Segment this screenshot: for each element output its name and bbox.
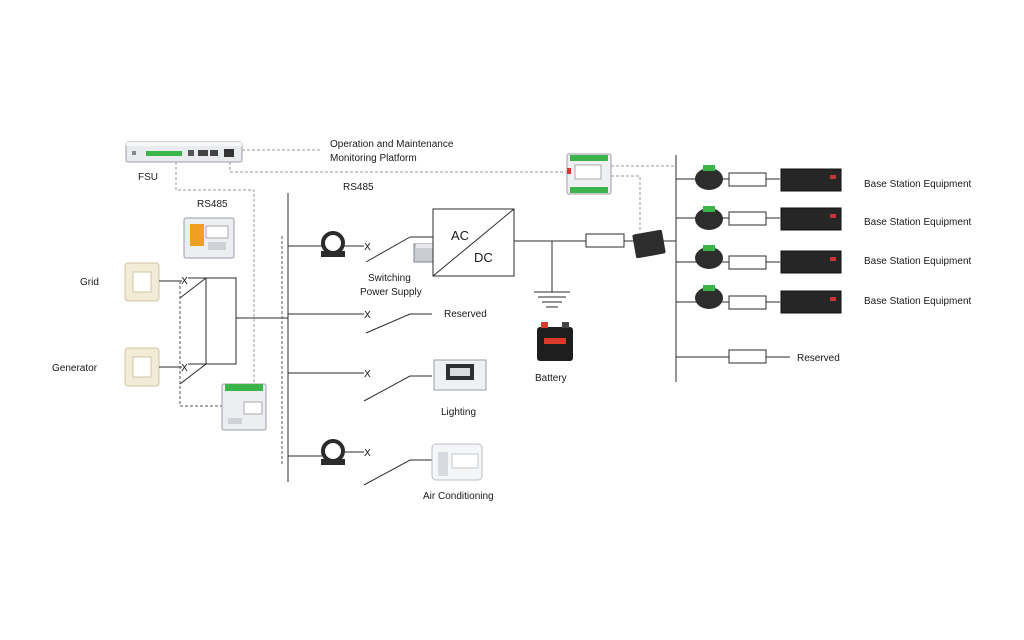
- fsu-meter-link: [229, 162, 566, 173]
- branch4-ct-icon: [321, 439, 345, 465]
- branch1-blade: [365, 236, 411, 263]
- generator-ct-icon: [124, 347, 160, 387]
- battery-icon: [537, 322, 573, 361]
- branch2-switch-mark: X: [364, 310, 371, 321]
- ac-label: AC: [451, 228, 469, 243]
- platform-label-line1: Operation and Maintenance: [330, 139, 454, 150]
- ac-meter-icon: [221, 383, 267, 431]
- base-station-feeder-3: [676, 245, 842, 274]
- rs485-left-label: RS485: [197, 199, 228, 210]
- grid-label: Grid: [80, 277, 99, 288]
- generator-switch-mark: X: [181, 363, 188, 374]
- base-station-feeder-2: [676, 206, 842, 231]
- base-station-label-3: Base Station Equipment: [864, 256, 972, 267]
- branch3-blade: [363, 375, 432, 402]
- air-conditioning-label: Air Conditioning: [423, 491, 494, 502]
- fsu-label: FSU: [138, 172, 158, 183]
- generator-feed: [188, 318, 237, 365]
- lighting-label: Lighting: [441, 407, 476, 418]
- platform-label-line2: Monitoring Platform: [330, 153, 417, 164]
- dc-label: DC: [474, 250, 493, 265]
- base-station-label-2: Base Station Equipment: [864, 217, 972, 228]
- switching-label-line1: Switching: [368, 273, 411, 284]
- dc-sensor-icon: [632, 229, 666, 259]
- acdc-diagonal: [432, 208, 515, 277]
- dc-meter-icon: [566, 153, 612, 195]
- grid-ct-icon: [124, 262, 160, 302]
- ct-signal-link: [179, 281, 222, 407]
- base-station-feeder-1: [676, 165, 842, 192]
- grid-switch-mark: X: [181, 276, 188, 287]
- dc-main-fuse: [585, 233, 625, 248]
- branch1-switch-mark: X: [364, 242, 371, 253]
- grid-feed: [188, 277, 237, 318]
- branch4-blade: [363, 459, 432, 486]
- generator-label: Generator: [52, 363, 98, 374]
- switching-label-line2: Power Supply: [360, 287, 422, 298]
- reserved-feeder: [676, 349, 790, 364]
- branch4-switch-mark: X: [364, 448, 371, 459]
- rs485-top-label: RS485: [343, 182, 374, 193]
- branch1-ct-icon: [321, 231, 345, 257]
- battery-label: Battery: [535, 373, 567, 384]
- fsu-left-link: [175, 162, 255, 388]
- meter-sensor-link: [611, 175, 641, 232]
- rs485-module-icon: [183, 217, 235, 259]
- base-station-label-1: Base Station Equipment: [864, 179, 972, 190]
- air-conditioner-icon: [431, 443, 483, 481]
- reserved-right-label: Reserved: [797, 353, 840, 364]
- ground-symbol: [534, 291, 570, 308]
- branch2-blade: [365, 313, 432, 334]
- generator-switch-blade: [179, 363, 207, 385]
- base-station-feeder-4: [676, 285, 842, 314]
- reserved-mid-label: Reserved: [444, 309, 487, 320]
- branch3-switch-mark: X: [364, 369, 371, 380]
- lighting-fixture-icon: [433, 359, 487, 391]
- base-station-label-4: Base Station Equipment: [864, 296, 972, 307]
- fsu-device-icon: [125, 141, 243, 163]
- grid-switch-blade: [179, 277, 207, 299]
